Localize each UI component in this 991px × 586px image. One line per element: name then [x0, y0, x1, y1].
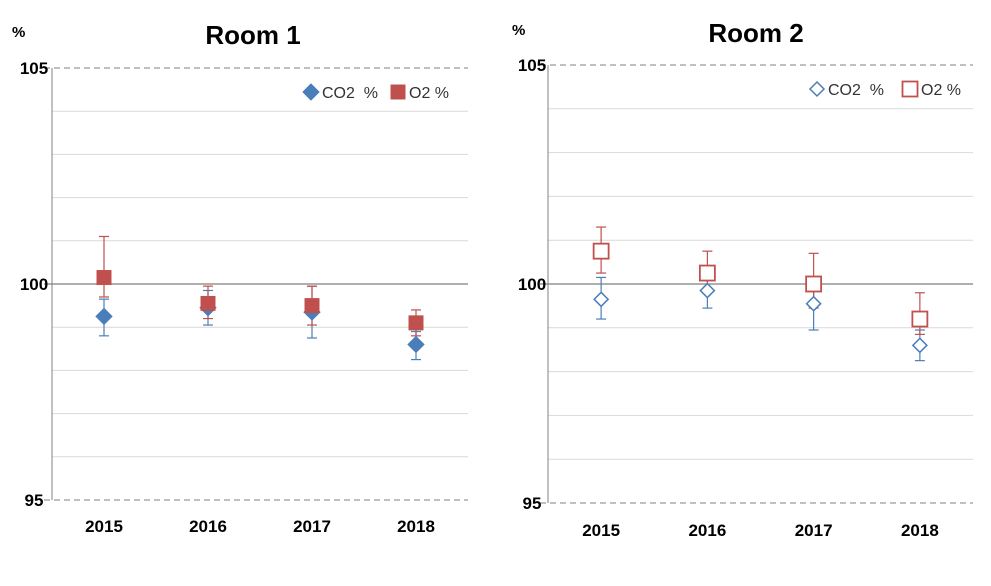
chart-title: Room 2	[708, 18, 803, 48]
legend-label: O2 %	[409, 85, 449, 102]
data-point	[698, 264, 716, 282]
x-tick-label: 2017	[795, 521, 833, 540]
axes	[44, 67, 468, 501]
chart-room-2: % Room 2 95 100 105 2015 2016 2017 2018 CO2 % O…	[512, 18, 973, 540]
data-point	[593, 291, 610, 308]
y-tick-label: 105	[518, 56, 546, 75]
data-point	[95, 307, 113, 326]
x-tick-label: 2016	[189, 517, 227, 536]
legend: CO2 % O2 %	[808, 80, 961, 99]
x-tick-label: 2017	[293, 517, 331, 536]
legend-marker	[390, 84, 406, 100]
chart-title: Room 1	[205, 20, 300, 50]
legend: CO2 % O2 %	[302, 83, 449, 102]
grid	[52, 110, 468, 458]
y-tick-label: 95	[523, 494, 542, 513]
x-tick-label: 2016	[688, 521, 726, 540]
x-tick-label: 2015	[85, 517, 123, 536]
tick-labels: 95 100 105 2015 2016 2017 2018	[518, 56, 939, 540]
legend-marker	[901, 80, 919, 98]
x-tick-label: 2018	[397, 517, 435, 536]
legend-label: CO2 %	[322, 85, 378, 102]
chart-room-1: % Room 1 95 100 105 2015 2016 2017 2018 CO2 % O…	[12, 20, 468, 536]
y-unit-label: %	[12, 24, 25, 41]
data-point	[592, 242, 610, 260]
y-tick-label: 95	[25, 491, 44, 510]
data-point	[911, 337, 928, 354]
data-point	[805, 275, 823, 293]
data-point	[96, 270, 112, 286]
legend-label: CO2 %	[828, 82, 884, 99]
legend-label: O2 %	[921, 82, 961, 99]
data-marks	[592, 226, 929, 362]
data-point	[699, 282, 716, 299]
data-point	[304, 298, 320, 314]
x-tick-label: 2018	[901, 521, 939, 540]
x-tick-label: 2015	[582, 521, 620, 540]
data-point	[200, 295, 216, 311]
data-point	[911, 310, 929, 328]
legend-marker	[302, 83, 320, 101]
y-tick-label: 100	[518, 275, 546, 294]
data-point	[407, 335, 425, 354]
y-tick-label: 105	[20, 59, 48, 78]
data-point	[805, 295, 822, 312]
y-unit-label: %	[512, 22, 525, 39]
grid	[548, 108, 973, 460]
axes	[540, 64, 973, 504]
legend-marker	[808, 80, 826, 98]
tick-labels: 95 100 105 2015 2016 2017 2018	[20, 59, 435, 536]
y-tick-label: 100	[20, 275, 48, 294]
data-point	[408, 315, 424, 331]
data-marks	[95, 235, 425, 361]
